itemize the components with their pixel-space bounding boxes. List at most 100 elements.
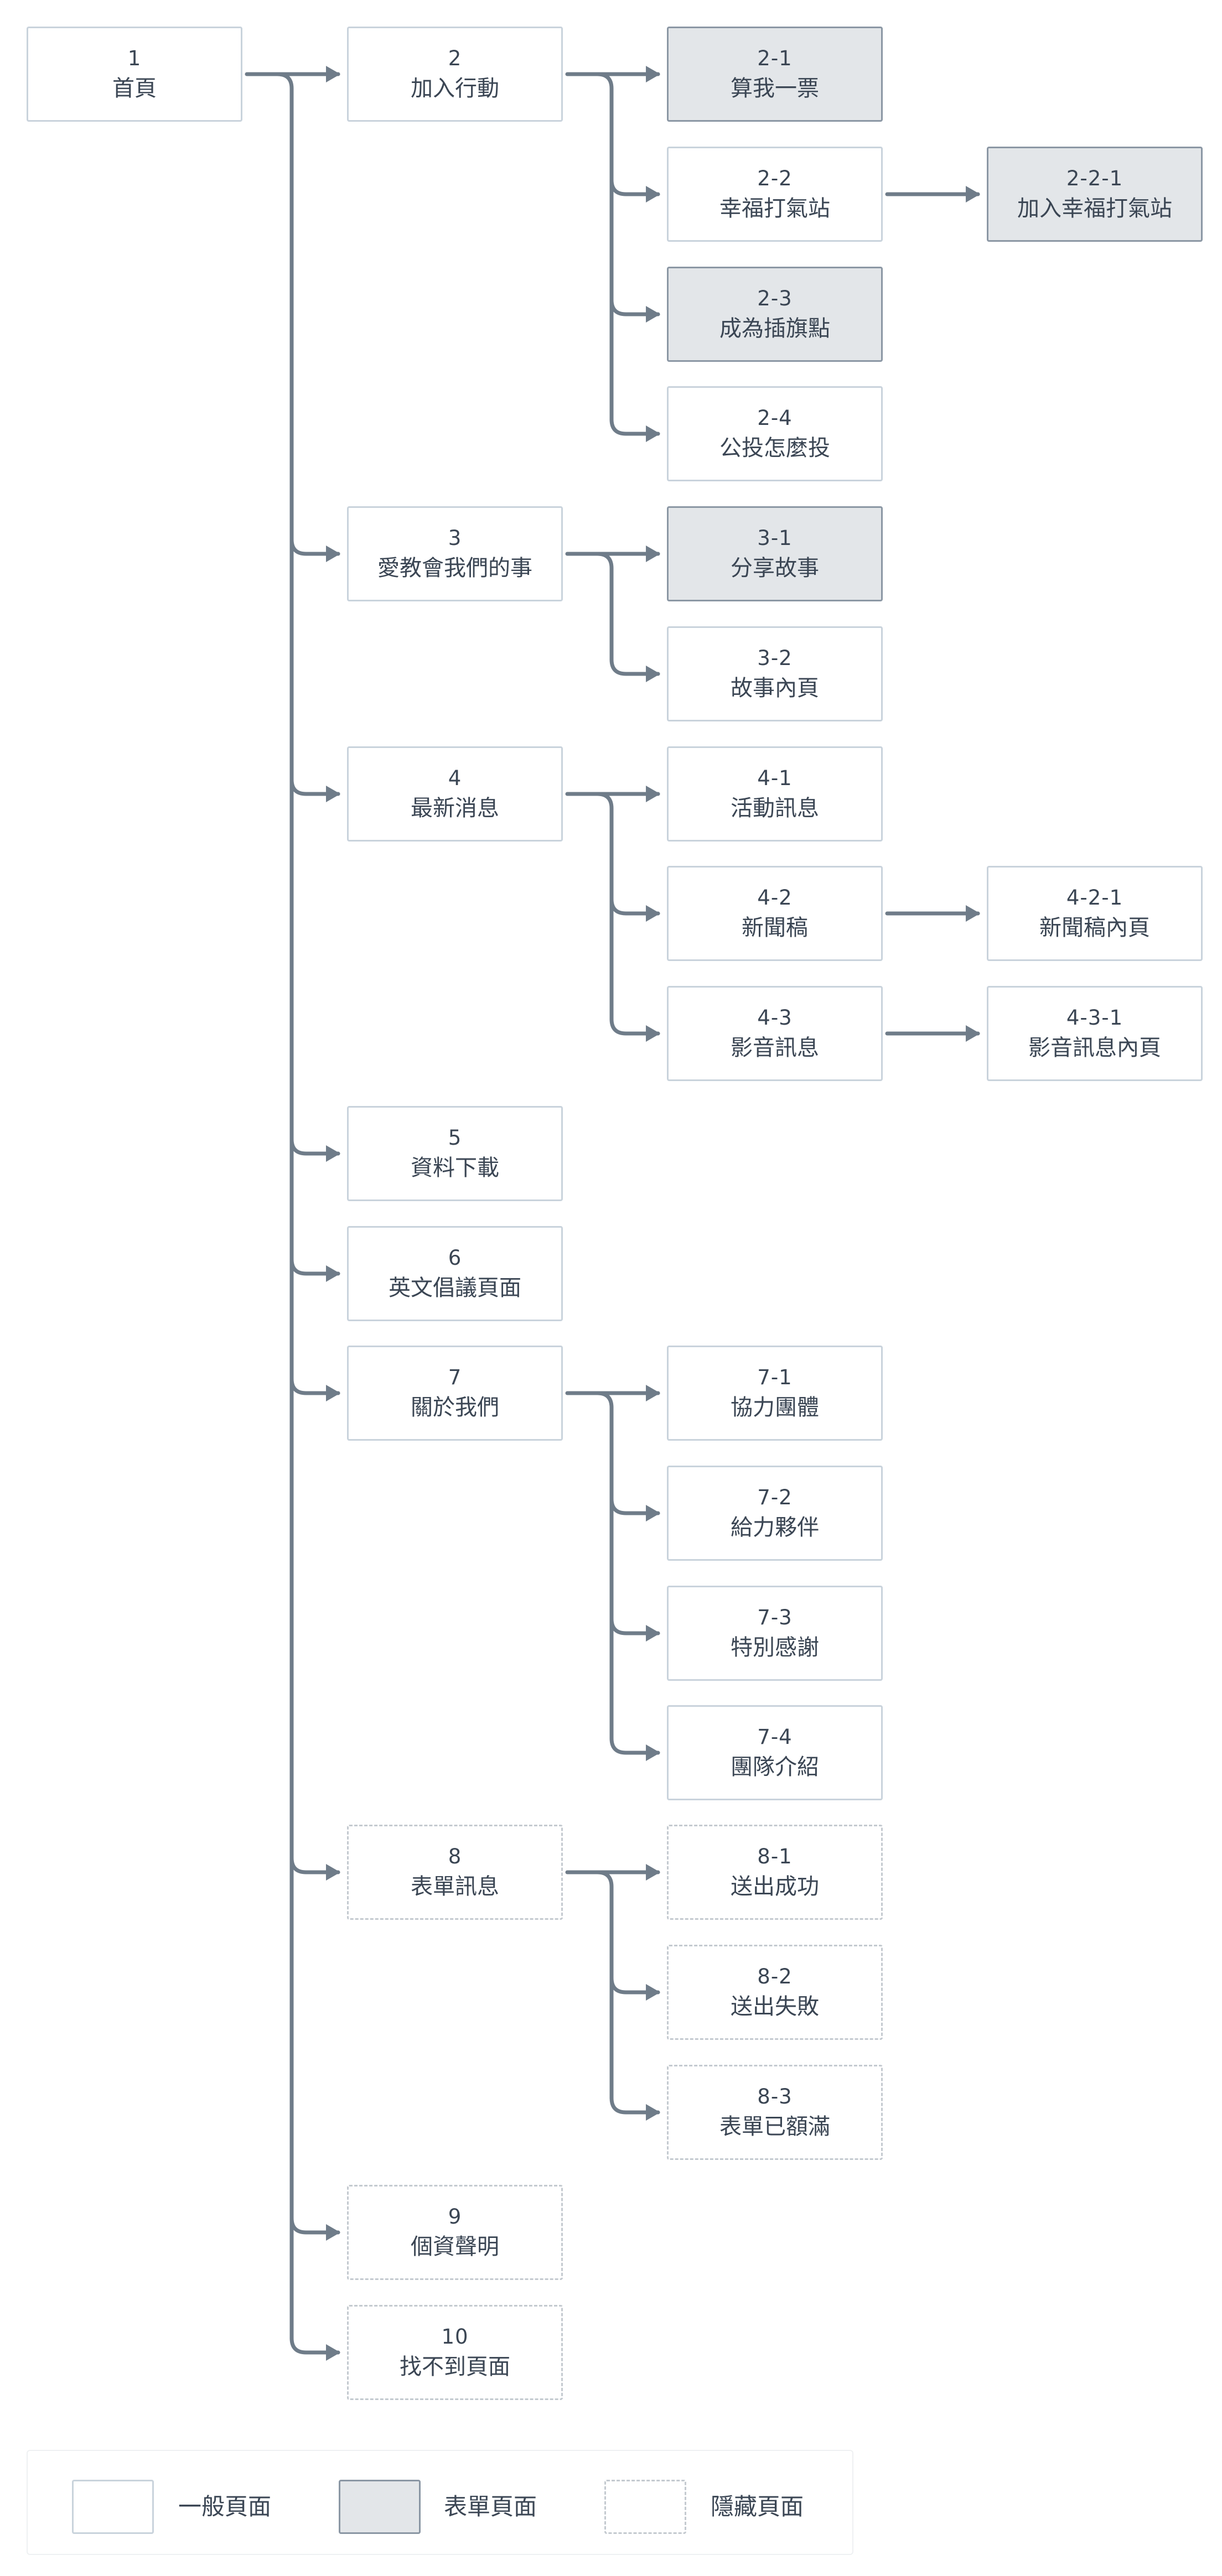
root-branch-8 [289, 2336, 340, 2355]
node-label: 成為插旗點 [719, 316, 830, 341]
root-arrow-7 [326, 2224, 340, 2241]
node-code: 7-3 [757, 1606, 793, 1629]
legend-swatch-hidden [604, 2480, 686, 2534]
legend-swatch-form [339, 2480, 421, 2534]
root-arrow-2 [326, 786, 340, 802]
node-label: 表單已額滿 [719, 2114, 830, 2139]
n4-branch-2 [609, 1017, 660, 1036]
node-7-2-supporters: 7-2 給力夥伴 [667, 1466, 883, 1561]
root-arrow-1 [326, 546, 340, 562]
node-label: 加入幸福打氣站 [1017, 196, 1172, 221]
node-code: 7-2 [757, 1486, 793, 1509]
node-7-1-partner-groups: 7-1 協力團體 [667, 1346, 883, 1441]
node-code: 4-2-1 [1066, 886, 1123, 910]
node-code: 7-4 [757, 1725, 793, 1749]
node-label: 團隊介紹 [731, 1754, 819, 1780]
n7-arrow-3 [646, 1744, 660, 1761]
legend-label-general: 一般頁面 [178, 2493, 272, 2520]
n2-2-link-arrow [966, 186, 980, 202]
node-label: 個資聲明 [411, 2234, 499, 2260]
node-6-english-page: 6 英文倡議頁面 [347, 1226, 563, 1321]
node-label: 算我一票 [731, 76, 819, 101]
node-code: 2 [448, 46, 462, 70]
n3-spine [595, 552, 614, 662]
node-3-2-story-page: 3-2 故事內頁 [667, 626, 883, 721]
n4-3-link-arrow [966, 1025, 980, 1042]
legend-swatch-general [72, 2480, 154, 2534]
node-label: 協力團體 [731, 1395, 819, 1420]
node-2-1-vote: 2-1 算我一票 [667, 27, 883, 122]
node-label: 最新消息 [411, 796, 499, 821]
node-label: 幸福打氣站 [719, 196, 830, 221]
node-4-3-video-news: 4-3 影音訊息 [667, 986, 883, 1081]
node-label: 愛教會我們的事 [377, 555, 532, 581]
node-code: 2-1 [757, 46, 793, 70]
n2-branch-2 [609, 298, 660, 316]
root-branch-7 [289, 2216, 340, 2235]
n4-branch-1 [609, 897, 660, 916]
node-7-3-special-thanks: 7-3 特別感謝 [667, 1586, 883, 1681]
n8-arrow-0 [646, 1864, 660, 1881]
node-code: 2-4 [757, 406, 793, 430]
node-9-privacy: 9 個資聲明 [347, 2185, 563, 2280]
n7-branch-3 [609, 1736, 660, 1755]
root-arrow-6 [326, 1864, 340, 1881]
node-code: 8-2 [757, 1965, 793, 1988]
node-code: 6 [448, 1246, 462, 1270]
node-4-latest-news: 4 最新消息 [347, 746, 563, 842]
n7-branch-2 [609, 1617, 660, 1635]
node-label: 特別感謝 [731, 1635, 819, 1660]
node-3-1-share-story: 3-1 分享故事 [667, 506, 883, 601]
node-7-about-us: 7 關於我們 [347, 1346, 563, 1441]
n8-branch-1 [609, 1976, 660, 1995]
node-4-3-1-video-page: 4-3-1 影音訊息內頁 [987, 986, 1203, 1081]
node-label: 首頁 [112, 76, 157, 101]
node-code: 7-1 [757, 1365, 793, 1389]
node-2-4-how-to-vote: 2-4 公投怎麼投 [667, 386, 883, 481]
node-label: 找不到頁面 [400, 2354, 510, 2380]
n3-branch-1 [609, 657, 660, 676]
node-code: 9 [448, 2205, 462, 2229]
node-2-2-cheer-station: 2-2 幸福打氣站 [667, 147, 883, 242]
n4-arrow-1 [646, 905, 660, 922]
n4-arrow-0 [646, 786, 660, 802]
node-4-1-events: 4-1 活動訊息 [667, 746, 883, 842]
n2-spine [595, 72, 614, 422]
node-code: 4 [448, 766, 462, 790]
node-8-form-messages: 8 表單訊息 [347, 1825, 563, 1920]
root-arrow-5 [326, 1385, 340, 1401]
node-8-1-submit-success: 8-1 送出成功 [667, 1825, 883, 1920]
node-label: 活動訊息 [731, 796, 819, 821]
n2-arrow-3 [646, 425, 660, 442]
node-code: 8-1 [757, 1845, 793, 1868]
node-label: 給力夥伴 [731, 1515, 819, 1540]
node-code: 5 [448, 1126, 462, 1150]
n7-arrow-0 [646, 1385, 660, 1401]
n2-arrow-1 [646, 186, 660, 202]
n8-spine [595, 1870, 614, 2100]
n4-arrow-2 [646, 1025, 660, 1042]
node-label: 送出成功 [731, 1874, 819, 1899]
node-code: 1 [127, 46, 142, 70]
node-code: 3 [448, 526, 462, 550]
n3-arrow-1 [646, 666, 660, 682]
n4-2-link-arrow [966, 905, 980, 922]
root-branch-4 [289, 1257, 340, 1276]
node-label: 新聞稿 [742, 915, 808, 941]
node-code: 2-2 [757, 167, 793, 190]
node-code: 2-2-1 [1066, 167, 1123, 190]
node-label: 故事內頁 [731, 676, 819, 701]
n4-spine [595, 792, 614, 1021]
n2-arrow-2 [646, 306, 660, 323]
n2-arrow-0 [646, 66, 660, 82]
node-code: 4-1 [757, 766, 793, 790]
node-label: 公投怎麼投 [719, 435, 830, 461]
root-branch-1 [289, 537, 340, 556]
node-label: 送出失敗 [731, 1994, 819, 2019]
node-code: 2-3 [757, 287, 793, 310]
n8-arrow-1 [646, 1984, 660, 2001]
node-5-downloads: 5 資料下載 [347, 1106, 563, 1201]
n8-arrow-2 [646, 2104, 660, 2121]
n3-arrow-0 [646, 546, 660, 562]
node-code: 7 [448, 1365, 462, 1389]
